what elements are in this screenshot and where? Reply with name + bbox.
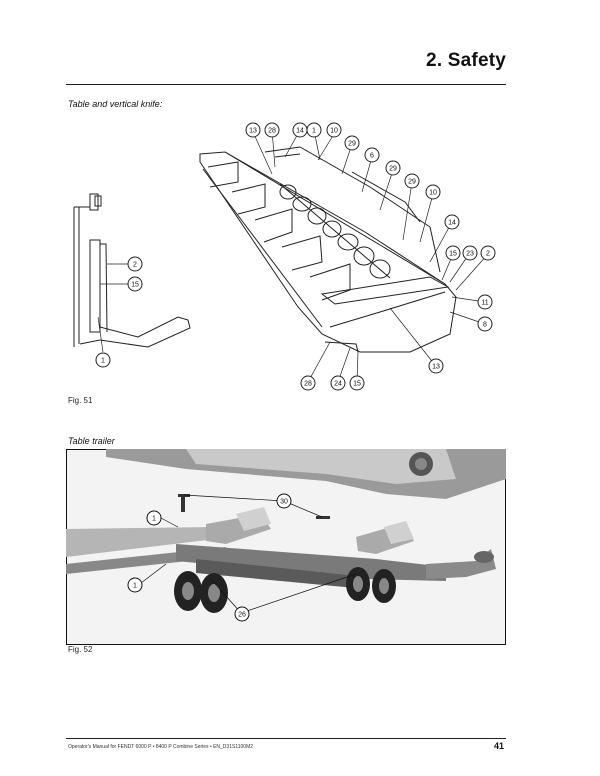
callout-26: 26 xyxy=(234,606,250,622)
svg-text:1: 1 xyxy=(312,128,316,135)
callout-1: 1 xyxy=(306,122,322,138)
figure-52-label: Fig. 52 xyxy=(68,645,93,654)
callout-1: 1 xyxy=(95,352,111,368)
callout-1: 1 xyxy=(127,577,143,593)
callout-13: 13 xyxy=(245,122,261,138)
header-rule xyxy=(66,84,506,85)
callout-15: 15 xyxy=(445,245,461,261)
svg-text:8: 8 xyxy=(483,322,487,329)
callout-8: 8 xyxy=(477,316,493,332)
svg-text:15: 15 xyxy=(449,251,457,258)
svg-text:14: 14 xyxy=(296,128,304,135)
svg-text:29: 29 xyxy=(408,179,416,186)
figure-52-caption: Table trailer xyxy=(68,436,115,446)
svg-text:2: 2 xyxy=(133,262,137,269)
callout-15: 15 xyxy=(127,276,143,292)
figure-51-label: Fig. 51 xyxy=(68,396,93,405)
footer-rule xyxy=(66,738,506,739)
svg-text:15: 15 xyxy=(353,381,361,388)
page-number: 41 xyxy=(493,741,504,751)
svg-text:13: 13 xyxy=(249,128,257,135)
callout-29: 29 xyxy=(385,160,401,176)
header-table-drawing xyxy=(199,146,457,353)
svg-text:29: 29 xyxy=(348,141,356,148)
fig51-leaders xyxy=(97,129,489,383)
svg-text:11: 11 xyxy=(481,300,488,307)
svg-text:13: 13 xyxy=(432,364,440,371)
callout-28: 28 xyxy=(264,122,280,138)
figure-51-illustration: 13 28 14 1 10 29 6 29 29 10 14 15 23 2 1… xyxy=(73,122,496,391)
callout-15: 15 xyxy=(349,375,365,391)
callout-10: 10 xyxy=(425,184,441,200)
callout-30: 30 xyxy=(276,493,292,509)
svg-text:14: 14 xyxy=(448,220,456,227)
svg-text:29: 29 xyxy=(389,166,397,173)
vertical-knife-drawing xyxy=(73,193,191,348)
svg-text:24: 24 xyxy=(334,381,342,388)
callout-29: 29 xyxy=(344,135,360,151)
svg-text:28: 28 xyxy=(268,128,276,135)
svg-text:10: 10 xyxy=(330,128,338,135)
svg-text:26: 26 xyxy=(238,612,246,619)
callout-29: 29 xyxy=(404,173,420,189)
svg-text:23: 23 xyxy=(466,251,474,258)
svg-text:10: 10 xyxy=(429,190,437,197)
figure-52-photo: 30 1 1 26 xyxy=(66,449,506,645)
callout-10: 10 xyxy=(326,122,342,138)
page-title: 2. Safety xyxy=(426,50,506,71)
callout-2: 2 xyxy=(127,256,143,272)
callout-13: 13 xyxy=(428,358,444,374)
callout-14: 14 xyxy=(444,214,460,230)
svg-text:6: 6 xyxy=(370,153,374,160)
footer-text: Operator's Manual for FENDT 6000 P • 840… xyxy=(68,744,254,750)
svg-text:30: 30 xyxy=(280,499,288,506)
callout-23: 23 xyxy=(462,245,478,261)
svg-text:1: 1 xyxy=(133,583,137,590)
callout-24: 24 xyxy=(330,375,346,391)
svg-text:1: 1 xyxy=(152,516,156,523)
callout-6: 6 xyxy=(364,147,380,163)
fig52-callouts: 30 1 1 26 xyxy=(127,493,292,622)
svg-text:15: 15 xyxy=(131,282,139,289)
fig51-callouts: 13 28 14 1 10 29 6 29 29 10 14 15 23 2 1… xyxy=(95,122,496,391)
callout-2: 2 xyxy=(480,245,496,261)
callout-1: 1 xyxy=(146,510,162,526)
callout-11: 11 xyxy=(477,294,493,310)
svg-text:1: 1 xyxy=(101,358,105,365)
figure-51-caption: Table and vertical knife: xyxy=(68,99,163,109)
svg-text:2: 2 xyxy=(486,251,490,258)
callout-14: 14 xyxy=(292,122,308,138)
callout-28: 28 xyxy=(300,375,316,391)
svg-text:28: 28 xyxy=(304,381,312,388)
